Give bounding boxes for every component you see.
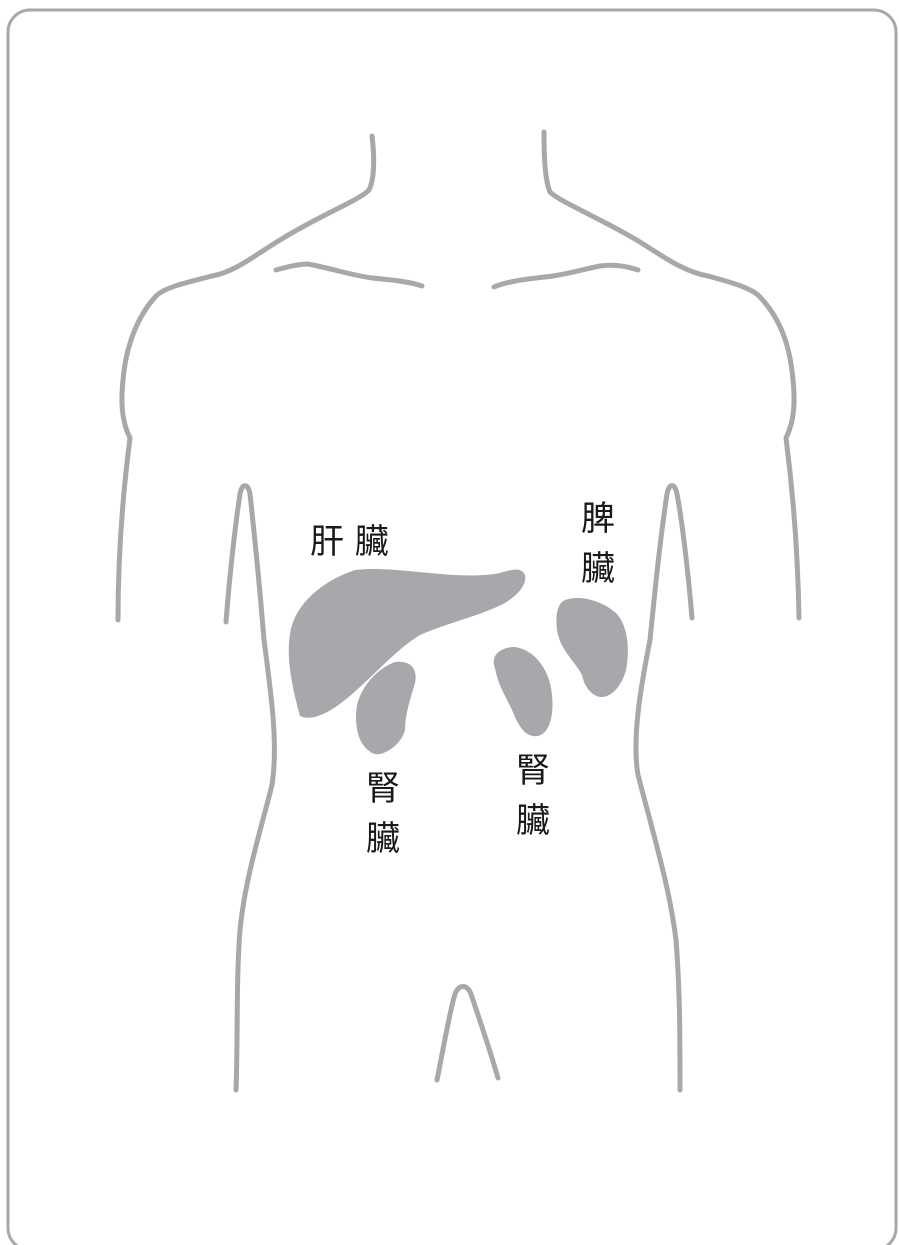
liver-label: 肝 臟: [310, 522, 389, 562]
spleen-shape: [556, 598, 627, 697]
left-torso-side: [236, 640, 274, 1090]
left-inner-arm: [226, 486, 264, 640]
left-kidney-label-line1: 腎: [516, 751, 550, 791]
right-inner-arm: [650, 486, 692, 640]
card-frame: [8, 10, 896, 1245]
right-neck-shoulder-arm: [544, 132, 799, 618]
left-kidney-label-line2: 臟: [516, 801, 550, 841]
right-clavicle: [494, 265, 638, 287]
right-kidney-label-line1: 腎: [366, 769, 400, 809]
left-clavicle: [276, 264, 422, 286]
right-torso-side: [636, 640, 680, 1090]
spleen-label-line2: 臟: [581, 549, 615, 589]
right-kidney-label-line2: 臟: [366, 819, 400, 859]
left-kidney-shape: [494, 647, 553, 736]
crotch-line: [437, 987, 498, 1081]
organs: [289, 569, 628, 754]
spleen-label-line1: 脾: [581, 499, 615, 539]
